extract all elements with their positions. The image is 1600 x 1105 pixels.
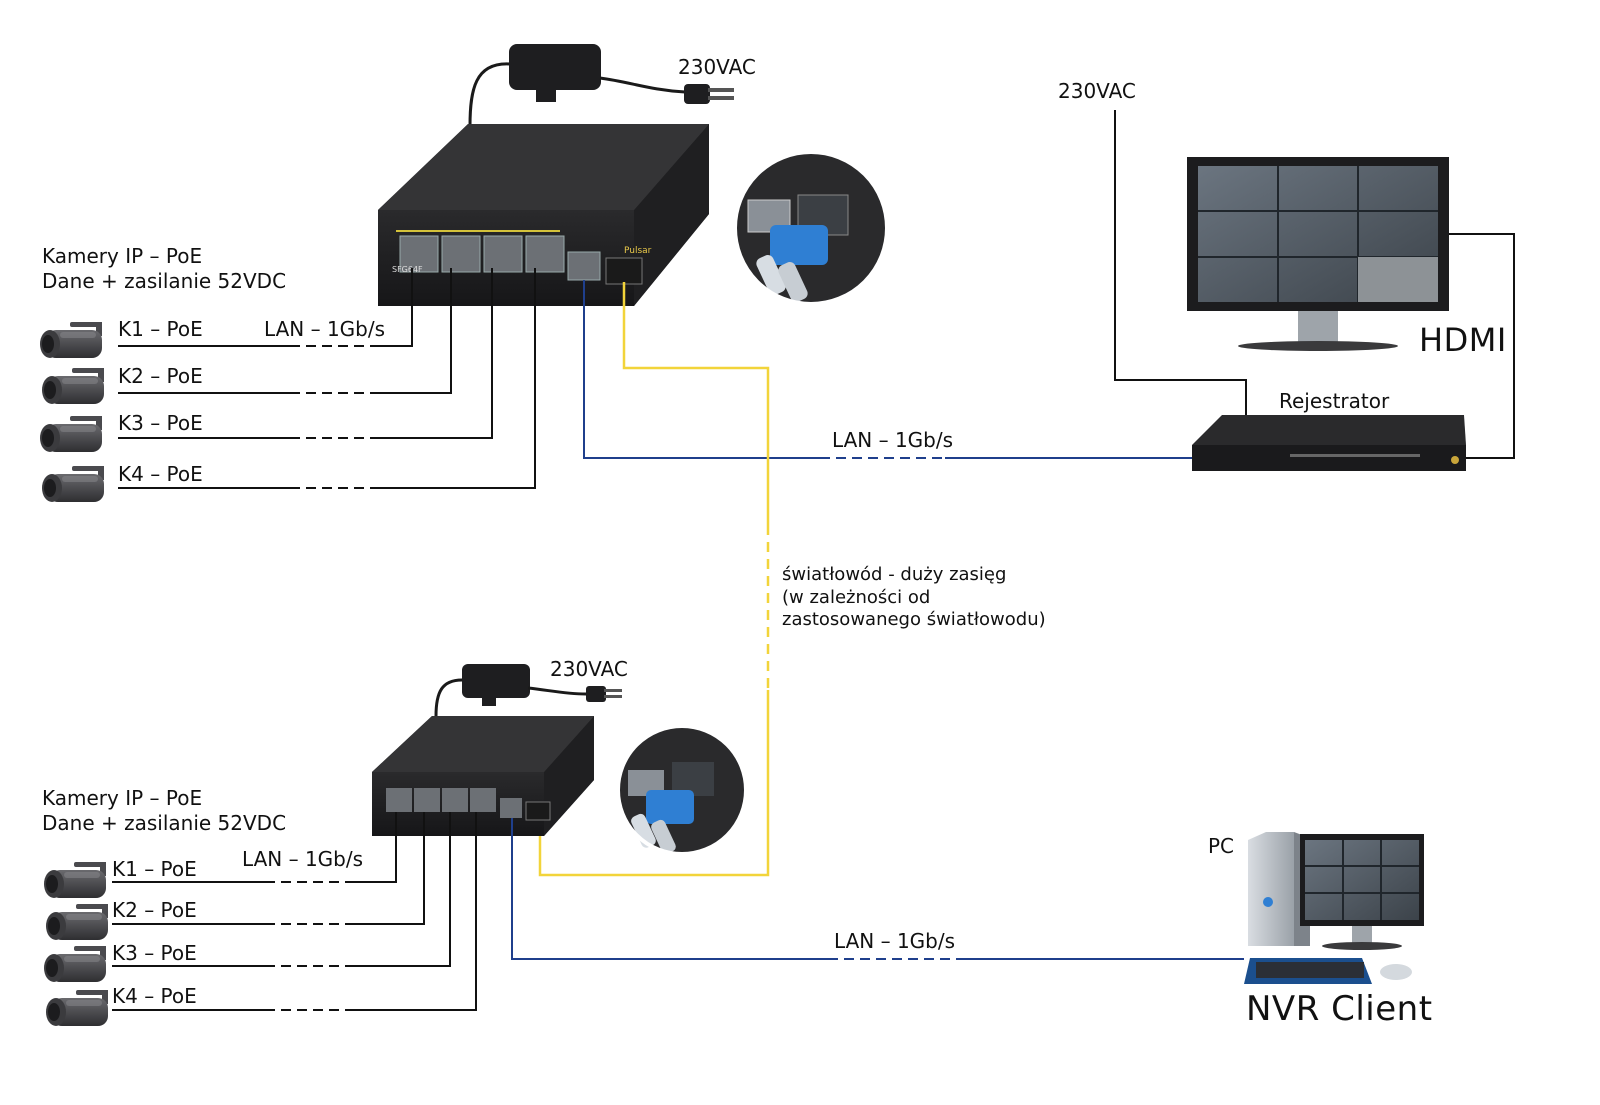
bottom-poe-switch: [372, 716, 594, 836]
bottom-uplink-lan-cable: [511, 818, 1244, 960]
bottom-camera-cables: [112, 812, 477, 1011]
top-sfp-zoom: [733, 150, 889, 306]
bottom-cameras-title-line1: Kamery IP – PoE: [42, 786, 203, 810]
fiber-description-line3: zastosowanego światłowodu): [782, 609, 1046, 630]
top-poe-switch: [378, 124, 709, 306]
top-camera-lan-label: LAN – 1Gb/s: [264, 317, 386, 341]
recorder-power-label: 230VAC: [1058, 79, 1136, 103]
top-camera-2-label: K2 – PoE: [118, 364, 203, 388]
top-camera-4: [42, 466, 104, 502]
switch-model-label: SFG64F: [392, 265, 423, 274]
top-cameras-title-line2: Dane + zasilanie 52VDC: [42, 269, 287, 293]
recorder-device: [1192, 415, 1466, 471]
bottom-switch-power-label: 230VAC: [550, 657, 628, 681]
fiber-description-line1: światłowód - duży zasięg: [782, 564, 1007, 585]
bottom-camera-2-label: K2 – PoE: [112, 898, 197, 922]
top-camera-cables: [118, 268, 536, 489]
recorder-label: Rejestrator: [1279, 389, 1390, 413]
bottom-camera-lan-label: LAN – 1Gb/s: [242, 847, 364, 871]
top-camera-4-label: K4 – PoE: [118, 462, 203, 486]
bottom-camera-4-label: K4 – PoE: [112, 984, 197, 1008]
top-switch-power-label: 230VAC: [678, 55, 756, 79]
top-uplink-lan-label: LAN – 1Gb/s: [832, 428, 954, 452]
bottom-cameras-title-line2: Dane + zasilanie 52VDC: [42, 811, 287, 835]
bottom-sfp-zoom: [616, 724, 748, 856]
bottom-uplink-lan-label: LAN – 1Gb/s: [834, 929, 956, 953]
hdmi-cable: [1448, 233, 1515, 459]
pc-workstation: [1244, 832, 1424, 984]
nvr-client-label: NVR Client: [1246, 989, 1433, 1029]
fiber-optic-cable: [538, 282, 770, 877]
bottom-power-adapter: [434, 664, 622, 717]
top-power-adapter: [468, 44, 734, 127]
top-camera-3: [40, 416, 102, 452]
hdmi-label: HDMI: [1419, 321, 1507, 359]
top-cameras-title-line1: Kamery IP – PoE: [42, 244, 203, 268]
top-switch-poe-ports: [399, 235, 643, 285]
bottom-camera-1-label: K1 – PoE: [112, 857, 197, 881]
bottom-camera-1: [44, 862, 106, 898]
top-camera-1: [40, 322, 102, 358]
fiber-description-line2: (w zależności od: [782, 587, 931, 608]
top-camera-2: [42, 368, 104, 404]
bottom-camera-4: [46, 990, 108, 1026]
bottom-camera-2: [46, 904, 108, 940]
bottom-camera-3: [44, 946, 106, 982]
monitor: [1187, 157, 1449, 351]
top-camera-1-label: K1 – PoE: [118, 317, 203, 341]
recorder-power-cable: [1114, 110, 1247, 416]
switch-brand-label: Pulsar: [624, 246, 652, 256]
bottom-camera-3-label: K3 – PoE: [112, 941, 197, 965]
top-camera-3-label: K3 – PoE: [118, 411, 203, 435]
pc-label: PC: [1208, 834, 1235, 858]
top-uplink-lan-cable: [583, 280, 1195, 459]
